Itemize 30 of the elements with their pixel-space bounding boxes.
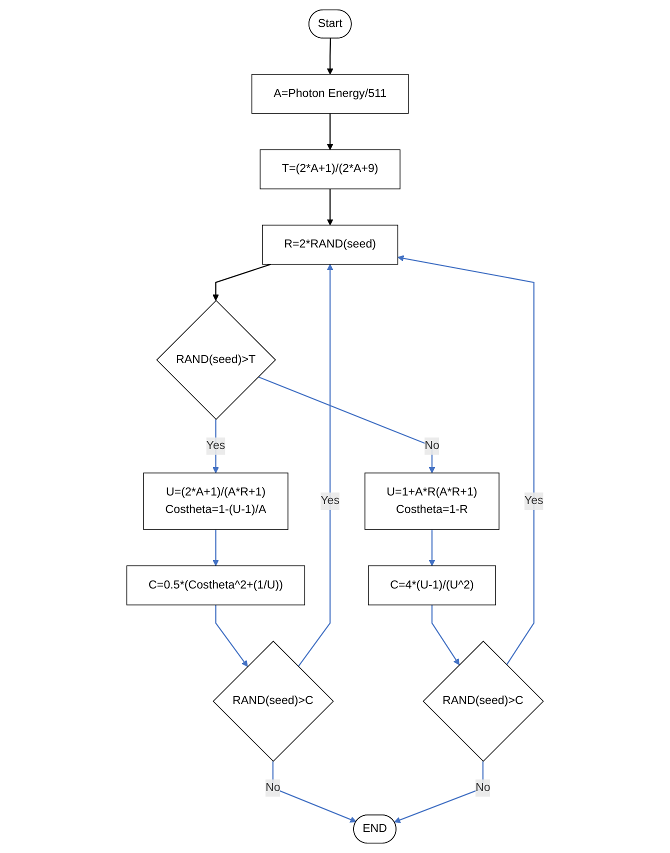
node-box: U=(2*A+1)/(A*R+1) Costheta=1-(U-1)/A [143,472,288,530]
node-box: R=2*RAND(seed) [262,224,398,265]
arrow [212,264,271,301]
arrow [326,38,334,75]
arrow [212,530,219,566]
node-diamond: RAND(seed)>C [212,640,334,762]
arrow [428,530,436,566]
arrow [394,761,484,824]
arrow [326,113,334,150]
node-box: T=(2*A+1)/(2*A+9) [260,149,400,190]
edge-label: Yes [206,440,226,452]
arrow [326,188,334,226]
arrow [215,604,248,667]
edge-label: No [475,782,490,794]
node-box: C=4*(U-1)/(U^2) [368,565,496,606]
arrow [258,376,436,474]
edge-label: No [424,440,440,452]
arrow [272,761,356,823]
node-diamond: RAND(seed)>C [422,640,544,762]
edge-label: Yes [524,494,544,508]
node-diamond: RAND(seed)>T [156,300,276,420]
edge-label: Yes [320,494,340,508]
arrow [397,255,534,666]
node-box: U=1+A*R(A*R+1) Costheta=1-R [364,472,500,530]
arrow [298,264,334,667]
node-box: A=Photon Energy/511 [251,74,409,114]
arrow [212,419,219,474]
edge-label: No [265,782,280,794]
node-box: C=0.5*(Costheta^2+(1/U)) [126,565,305,606]
arrow [431,604,460,666]
